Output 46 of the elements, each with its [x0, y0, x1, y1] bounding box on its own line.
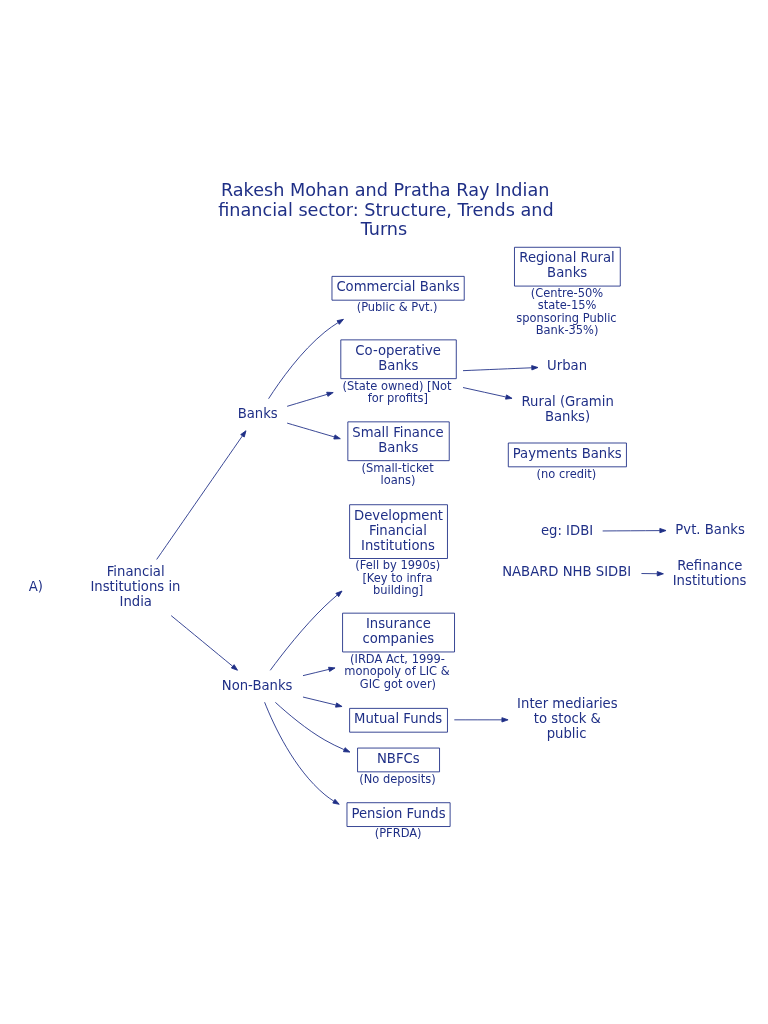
- arrow: [286, 422, 341, 440]
- arrow: [269, 590, 343, 671]
- arrow: [274, 701, 351, 753]
- node-box: Pension Funds: [346, 802, 451, 827]
- node-box: NBFCs: [357, 747, 440, 773]
- arrow: [302, 696, 343, 708]
- node-label: (State owned) [Not for profits]: [342, 378, 452, 405]
- label: A): [28, 578, 43, 594]
- diagram-title: Rakesh Mohan and Pratha Ray Indian financial sector: Structure, Trends and Turns: [218, 180, 554, 239]
- node-text: Urban: [547, 357, 588, 373]
- node-box: Commercial Banks: [331, 275, 465, 301]
- arrow: [602, 528, 667, 534]
- node-label: (IRDA Act, 1999- monopoly of LIC & GIC got over): [344, 651, 450, 691]
- arrow: [156, 430, 247, 560]
- node-label: (Small-ticket loans): [361, 460, 434, 487]
- arrow: [462, 365, 539, 372]
- node-text: Refinance Institutions: [672, 557, 747, 588]
- node-box: Development Financial Institutions: [349, 504, 448, 559]
- node-text: Financial Institutions in India: [90, 564, 181, 610]
- node-label: (PFRDA): [374, 826, 422, 841]
- arrow: [453, 717, 509, 723]
- node-box: Payments Banks: [507, 442, 627, 468]
- node-box: Insurance companies: [342, 612, 455, 653]
- node-label: (no credit): [536, 466, 597, 481]
- node-text: Pvt. Banks: [675, 521, 745, 537]
- arrow: [302, 666, 336, 677]
- node-box: Co-operative Banks: [340, 339, 457, 380]
- node-label: (Centre-50% state-15% sponsoring Public Bank-35%): [516, 286, 617, 338]
- node-text: Inter mediaries to stock & public: [517, 696, 618, 742]
- arrow: [264, 701, 340, 805]
- node-text: Rural (Gramin Banks): [521, 393, 614, 424]
- node-text: NABARD NHB SIDBI: [502, 564, 632, 580]
- node-label: (No deposits): [359, 771, 436, 786]
- node-text: eg: IDBI: [540, 522, 594, 538]
- node-box: Regional Rural Banks: [514, 246, 621, 287]
- arrow: [286, 391, 334, 407]
- arrow: [462, 387, 513, 400]
- node-label: (Fell by 1990s) [Key to infra building]: [355, 558, 441, 598]
- node-box: Mutual Funds: [349, 707, 448, 733]
- node-box: Small Finance Banks: [347, 421, 450, 462]
- arrow: [170, 615, 238, 671]
- arrow: [641, 571, 664, 577]
- node-label: (Public & Pvt.): [356, 300, 438, 315]
- node-text: Non-Banks: [221, 677, 293, 693]
- node-text: Banks: [237, 406, 278, 422]
- arrow: [268, 318, 344, 400]
